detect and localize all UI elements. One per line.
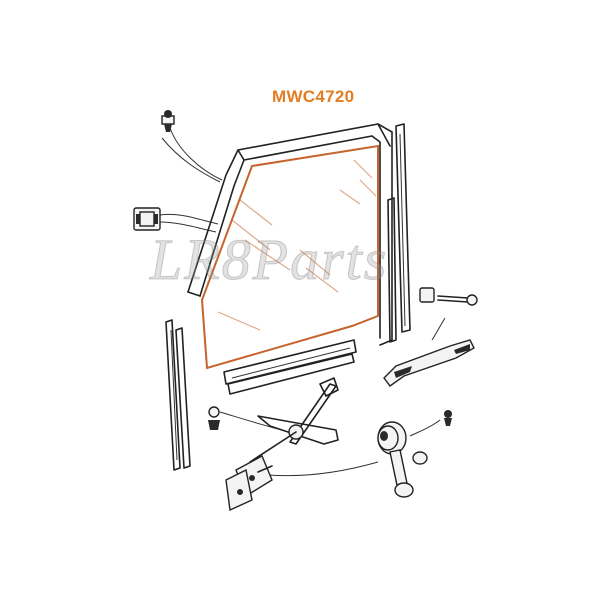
part-number-label: MWC4720 (272, 87, 355, 106)
bolt-and-nut (419, 287, 478, 306)
glass-channel (223, 339, 357, 395)
screw-top-left (161, 110, 175, 132)
front-runner-channel (165, 319, 191, 471)
window-regulator (225, 377, 339, 512)
window-winder-handle (377, 421, 428, 498)
door-pull-handle (383, 339, 475, 387)
glass-clip (133, 207, 161, 231)
washer-bolt (208, 406, 220, 430)
watermark-logo: LR8Parts (149, 227, 389, 293)
leader-lines (159, 127, 446, 477)
rear-runner-channel (387, 123, 411, 343)
screw-right (444, 410, 452, 426)
window-frame (187, 123, 393, 346)
window-glass (200, 144, 379, 370)
